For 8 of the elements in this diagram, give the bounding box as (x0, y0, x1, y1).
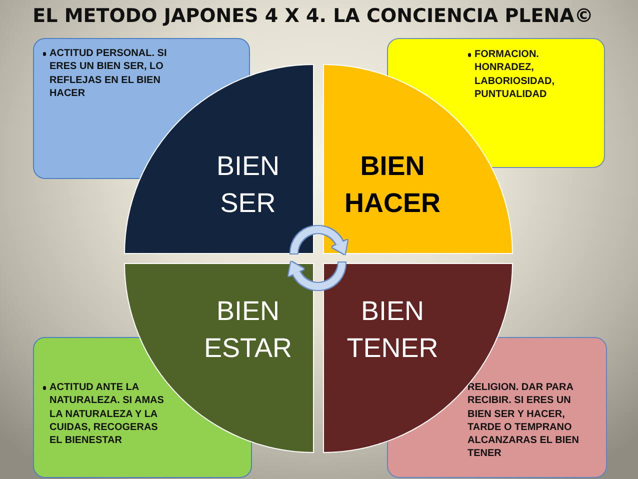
quadrant-label: BIEN TENER (346, 294, 438, 366)
title: EL METODO JAPONES 4 X 4. LA CONCIENCIA PLENA© (32, 7, 594, 26)
quadrant-label: BIEN ESTAR (204, 294, 292, 366)
curved-arrow (288, 262, 346, 290)
quadrant-label: BIEN SER (216, 150, 280, 220)
quadrant-label: BIEN HACER (344, 150, 440, 220)
curved-arrow (290, 226, 348, 254)
card-text: RELIGION. DAR PARA RECIBIR. SI ERES UN BIEN SER Y HACER, TARDE O TEMPRANO ALCANZARAS EL BIEN TENER (468, 381, 580, 461)
